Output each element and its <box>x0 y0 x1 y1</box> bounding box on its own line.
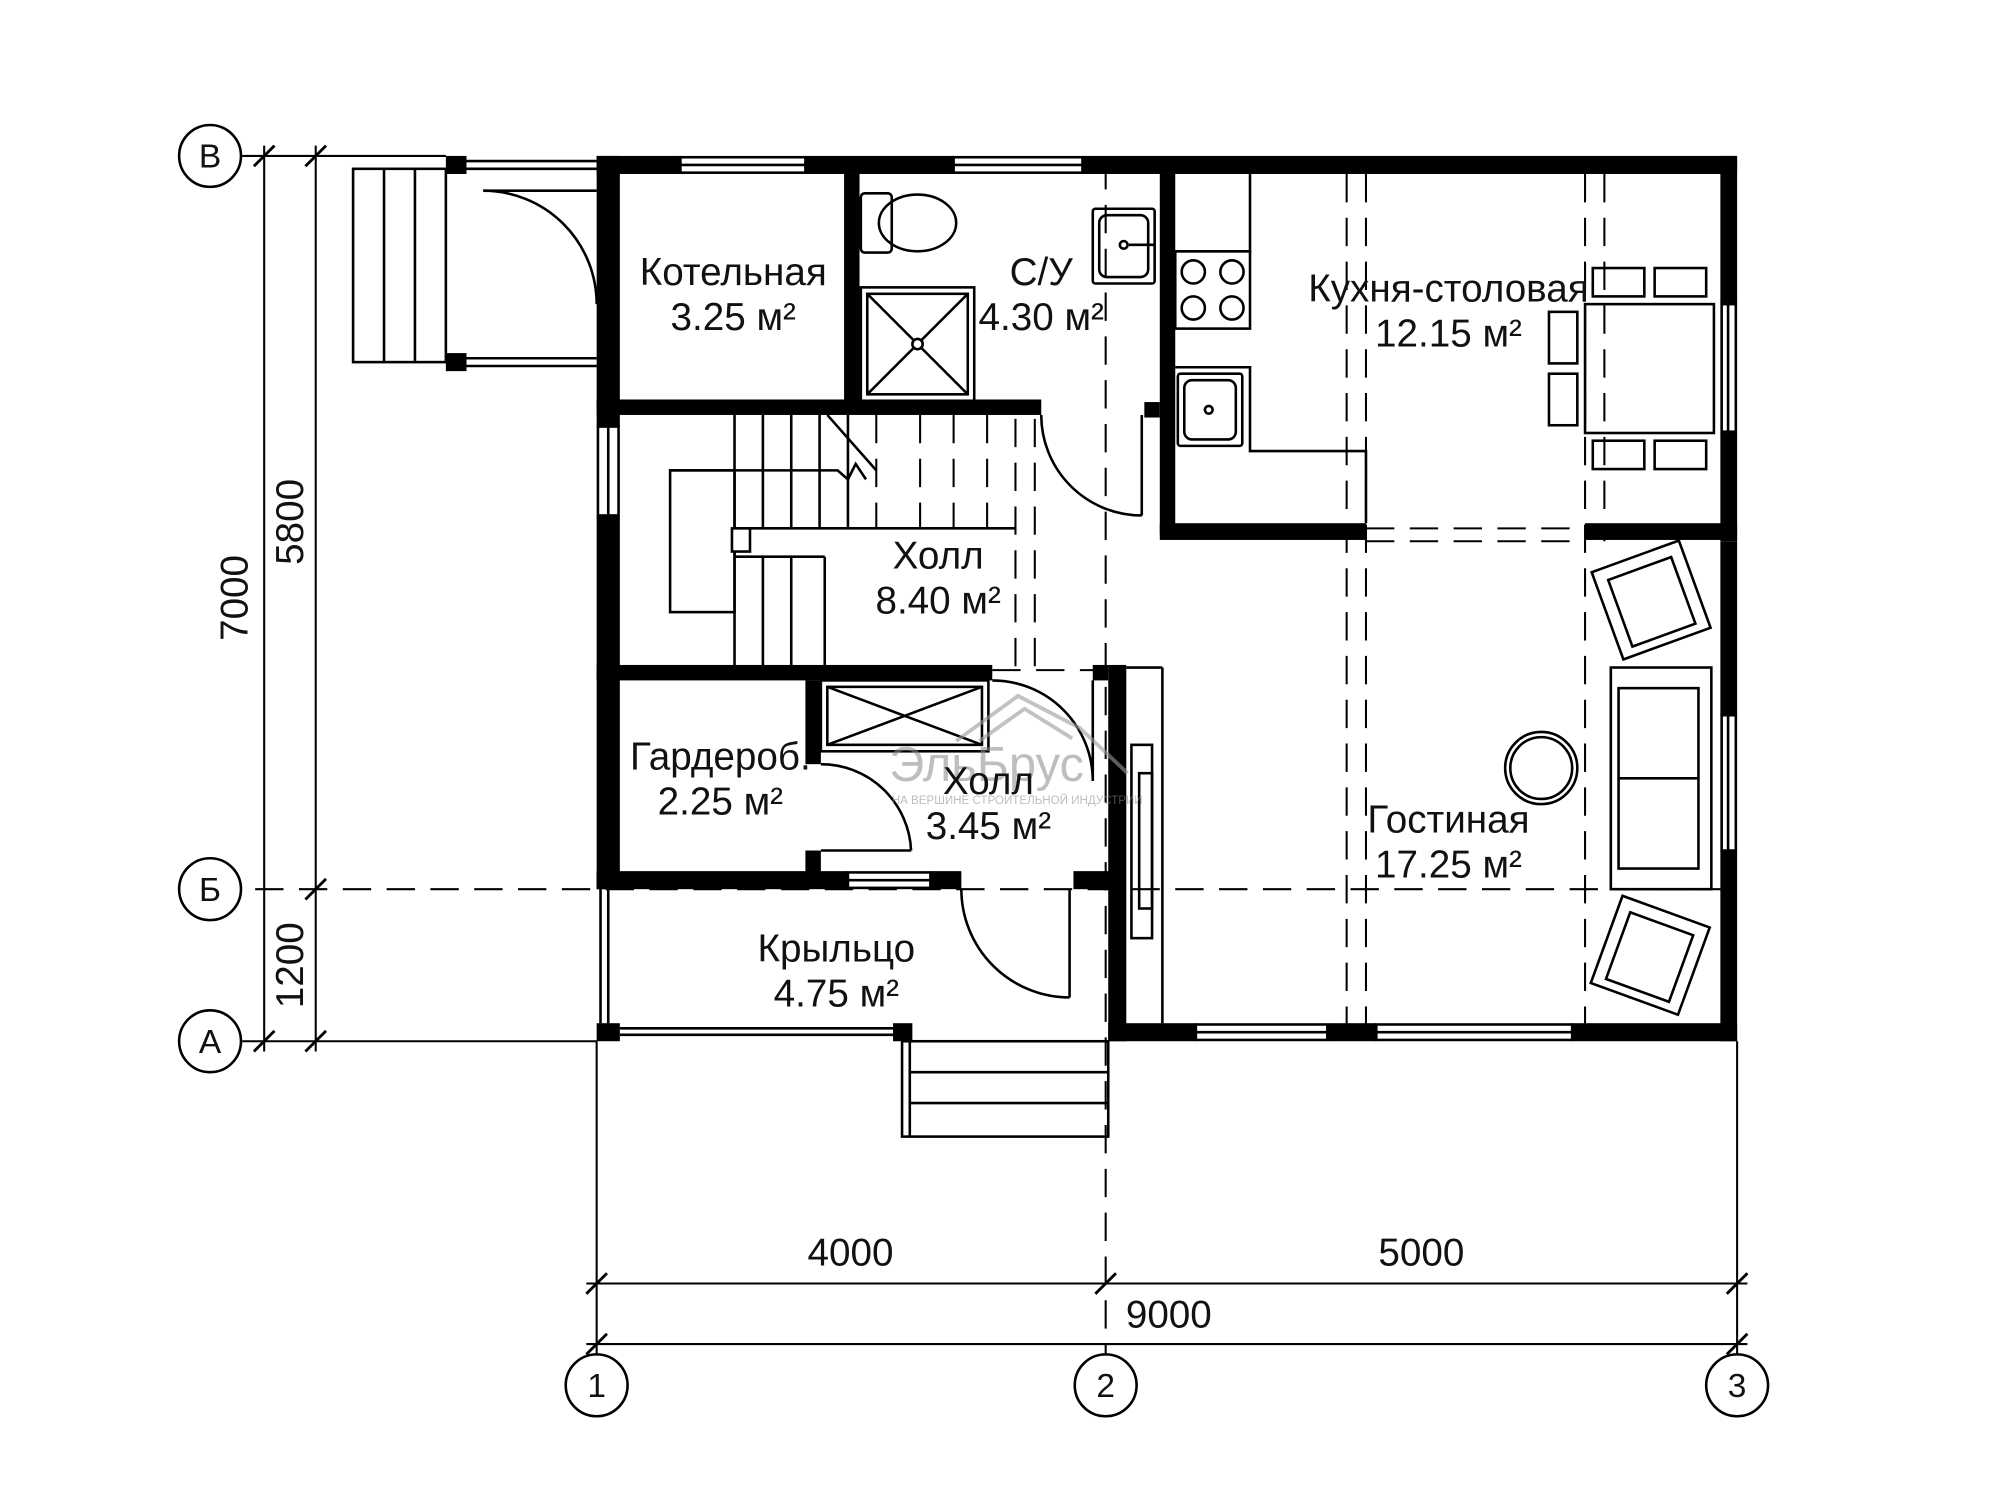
entry-steps-bottom <box>900 1039 1110 1138</box>
door-swing-porch <box>960 889 1070 999</box>
axis-marker-1 <box>564 1353 629 1418</box>
room-bathroom-area: 4.30 м² <box>979 296 1105 339</box>
living-furniture <box>1130 538 1713 1017</box>
watermark-brand: ЭльБрус <box>889 738 1084 792</box>
dining-table-icon <box>1547 266 1716 471</box>
bathroom-fixtures <box>859 192 1156 403</box>
armchair-bottom-icon <box>1589 894 1712 1017</box>
axis-label-b: Б <box>199 872 221 909</box>
axis-markers: В Б А 1 2 3 <box>177 123 1770 1418</box>
room-hall-main-name: Холл <box>893 534 984 577</box>
axis-label-2: 2 <box>1096 1368 1115 1405</box>
room-boiler-area: 3.25 м² <box>671 296 797 339</box>
room-living-name: Гостиная <box>1367 798 1529 841</box>
fireplace-icon <box>1130 743 1154 940</box>
room-kitchen-name: Кухня-столовая <box>1308 268 1588 311</box>
left-dimensions: 5800 1200 7000 <box>213 144 597 1053</box>
room-hall-main-area: 8.40 м² <box>875 579 1001 622</box>
toilet-icon <box>859 192 958 254</box>
room-wardrobe-area: 2.25 м² <box>658 780 784 823</box>
axis-label-a: А <box>199 1024 222 1061</box>
dim-left-lower: 1200 <box>269 922 312 1008</box>
axis-marker-v <box>177 123 243 189</box>
room-living-area: 17.25 м² <box>1375 844 1522 887</box>
axis-marker-a <box>177 1009 243 1074</box>
room-porch-area: 4.75 м² <box>774 972 900 1015</box>
kitchen-sink-icon <box>1176 372 1244 448</box>
door-swing-small-hall <box>992 679 1095 781</box>
room-kitchen-area: 12.15 м² <box>1375 313 1522 356</box>
kitchen-fixtures <box>1173 173 1716 524</box>
axis-label-v: В <box>199 139 221 176</box>
door-swing-vestibule <box>483 189 598 305</box>
entry-steps-top <box>351 167 448 364</box>
room-hall-small-name: Холл <box>943 760 1034 803</box>
shower-icon <box>859 286 976 403</box>
doors <box>483 189 1164 1024</box>
room-labels: Котельная 3.25 м² С/У 4.30 м² Кухня-стол… <box>630 251 1589 1016</box>
door-swing-wardrobe <box>820 762 913 851</box>
room-boiler-name: Котельная <box>640 251 827 294</box>
axis-label-3: 3 <box>1728 1368 1747 1405</box>
dim-left-total: 7000 <box>213 555 256 641</box>
bottom-dimensions: 4000 5000 9000 <box>585 1041 1749 1360</box>
round-table-icon <box>1503 730 1579 806</box>
axis-grid <box>255 161 1740 1354</box>
door-swing-bathroom <box>1039 414 1142 517</box>
armchair-top-icon <box>1590 538 1713 662</box>
watermark: ЭльБрус НА ВЕРШИНЕ СТРОИТЕЛЬНОЙ ИНДУСТРИ… <box>889 693 1143 807</box>
dim-left-upper: 5800 <box>269 479 312 565</box>
axis-label-1: 1 <box>587 1368 606 1405</box>
sofa-icon <box>1609 666 1713 891</box>
axis-marker-b <box>177 856 243 922</box>
room-wardrobe-name: Гардероб. <box>630 735 811 778</box>
windows <box>466 155 1738 1042</box>
stove-icon <box>1173 250 1252 330</box>
sink-icon <box>1091 207 1156 285</box>
dim-bottom-left: 4000 <box>808 1231 894 1274</box>
staircase <box>668 414 1016 665</box>
walls <box>445 155 1738 1042</box>
room-hall-small-area: 3.45 м² <box>926 805 1052 848</box>
dim-bottom-total: 9000 <box>1126 1293 1212 1336</box>
dim-bottom-right: 5000 <box>1378 1231 1464 1274</box>
room-porch-name: Крыльцо <box>758 927 916 970</box>
room-bathroom-name: С/У <box>1010 251 1074 294</box>
watermark-tagline: НА ВЕРШИНЕ СТРОИТЕЛЬНОЙ ИНДУСТРИИ <box>892 794 1143 807</box>
axis-marker-2 <box>1073 1353 1138 1418</box>
axis-marker-3 <box>1704 1353 1770 1418</box>
